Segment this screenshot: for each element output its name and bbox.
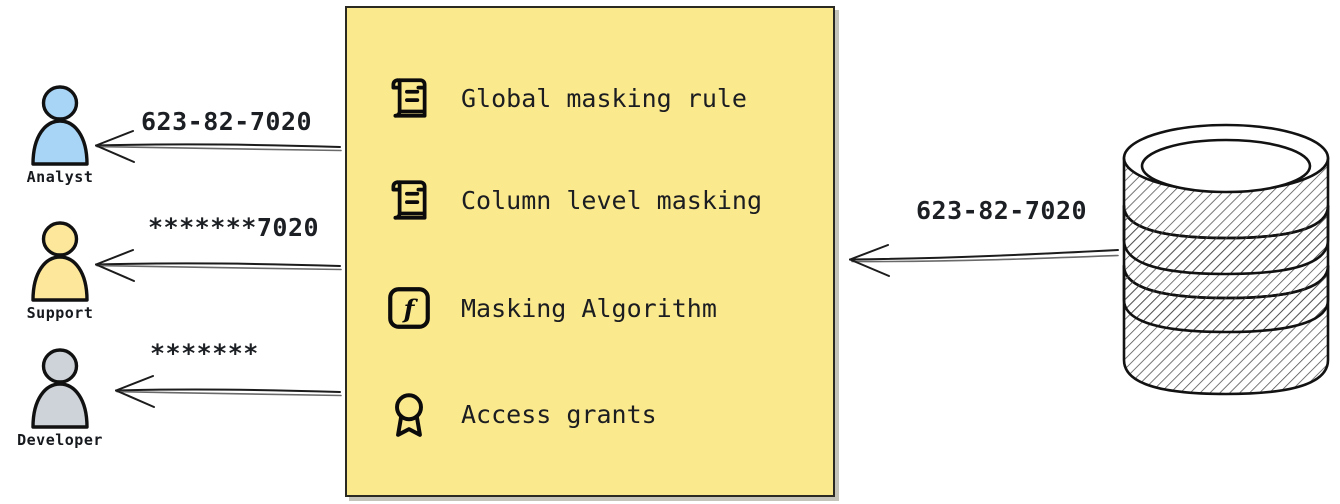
flow-label-support: *******7020 [148, 213, 320, 242]
policy-item-access-grants[interactable]: Access grants [383, 388, 657, 440]
database-cylinder-icon[interactable] [1118, 118, 1334, 408]
person-icon [31, 85, 89, 166]
arrow-policy-to-developer [115, 375, 342, 408]
person-icon [31, 348, 89, 429]
scroll-icon [383, 72, 435, 124]
arrow-policy-to-analyst [95, 130, 342, 163]
flow-label-database: 623-82-7020 [916, 196, 1088, 225]
svg-text:f: f [402, 294, 419, 323]
policy-item-column-level-masking[interactable]: Column level masking [383, 174, 762, 226]
policy-item-label: Masking Algorithm [461, 293, 717, 323]
function-icon: f [383, 282, 435, 334]
arrow-policy-to-support [95, 249, 342, 282]
policy-item-global-masking-rule[interactable]: Global masking rule [383, 72, 747, 124]
flow-label-analyst: 623-82-7020 [141, 107, 313, 136]
flow-label-developer: ******* [150, 339, 259, 368]
actor-support[interactable]: Support [0, 218, 120, 322]
person-icon [31, 221, 89, 302]
policy-item-masking-algorithm[interactable]: f Masking Algorithm [383, 282, 717, 334]
policy-item-label: Column level masking [461, 185, 763, 215]
actor-support-label: Support [26, 304, 94, 322]
award-icon [383, 388, 435, 440]
policy-item-label: Access grants [461, 399, 657, 429]
policy-panel: Global masking rule Column level masking [345, 6, 835, 497]
actor-analyst-label: Analyst [26, 168, 94, 186]
actor-developer-label: Developer [17, 431, 103, 449]
actor-developer[interactable]: Developer [0, 345, 120, 449]
actor-analyst[interactable]: Analyst [0, 82, 120, 186]
policy-item-label: Global masking rule [461, 83, 747, 113]
arrow-database-to-policy [849, 244, 1119, 277]
scroll-icon [383, 174, 435, 226]
